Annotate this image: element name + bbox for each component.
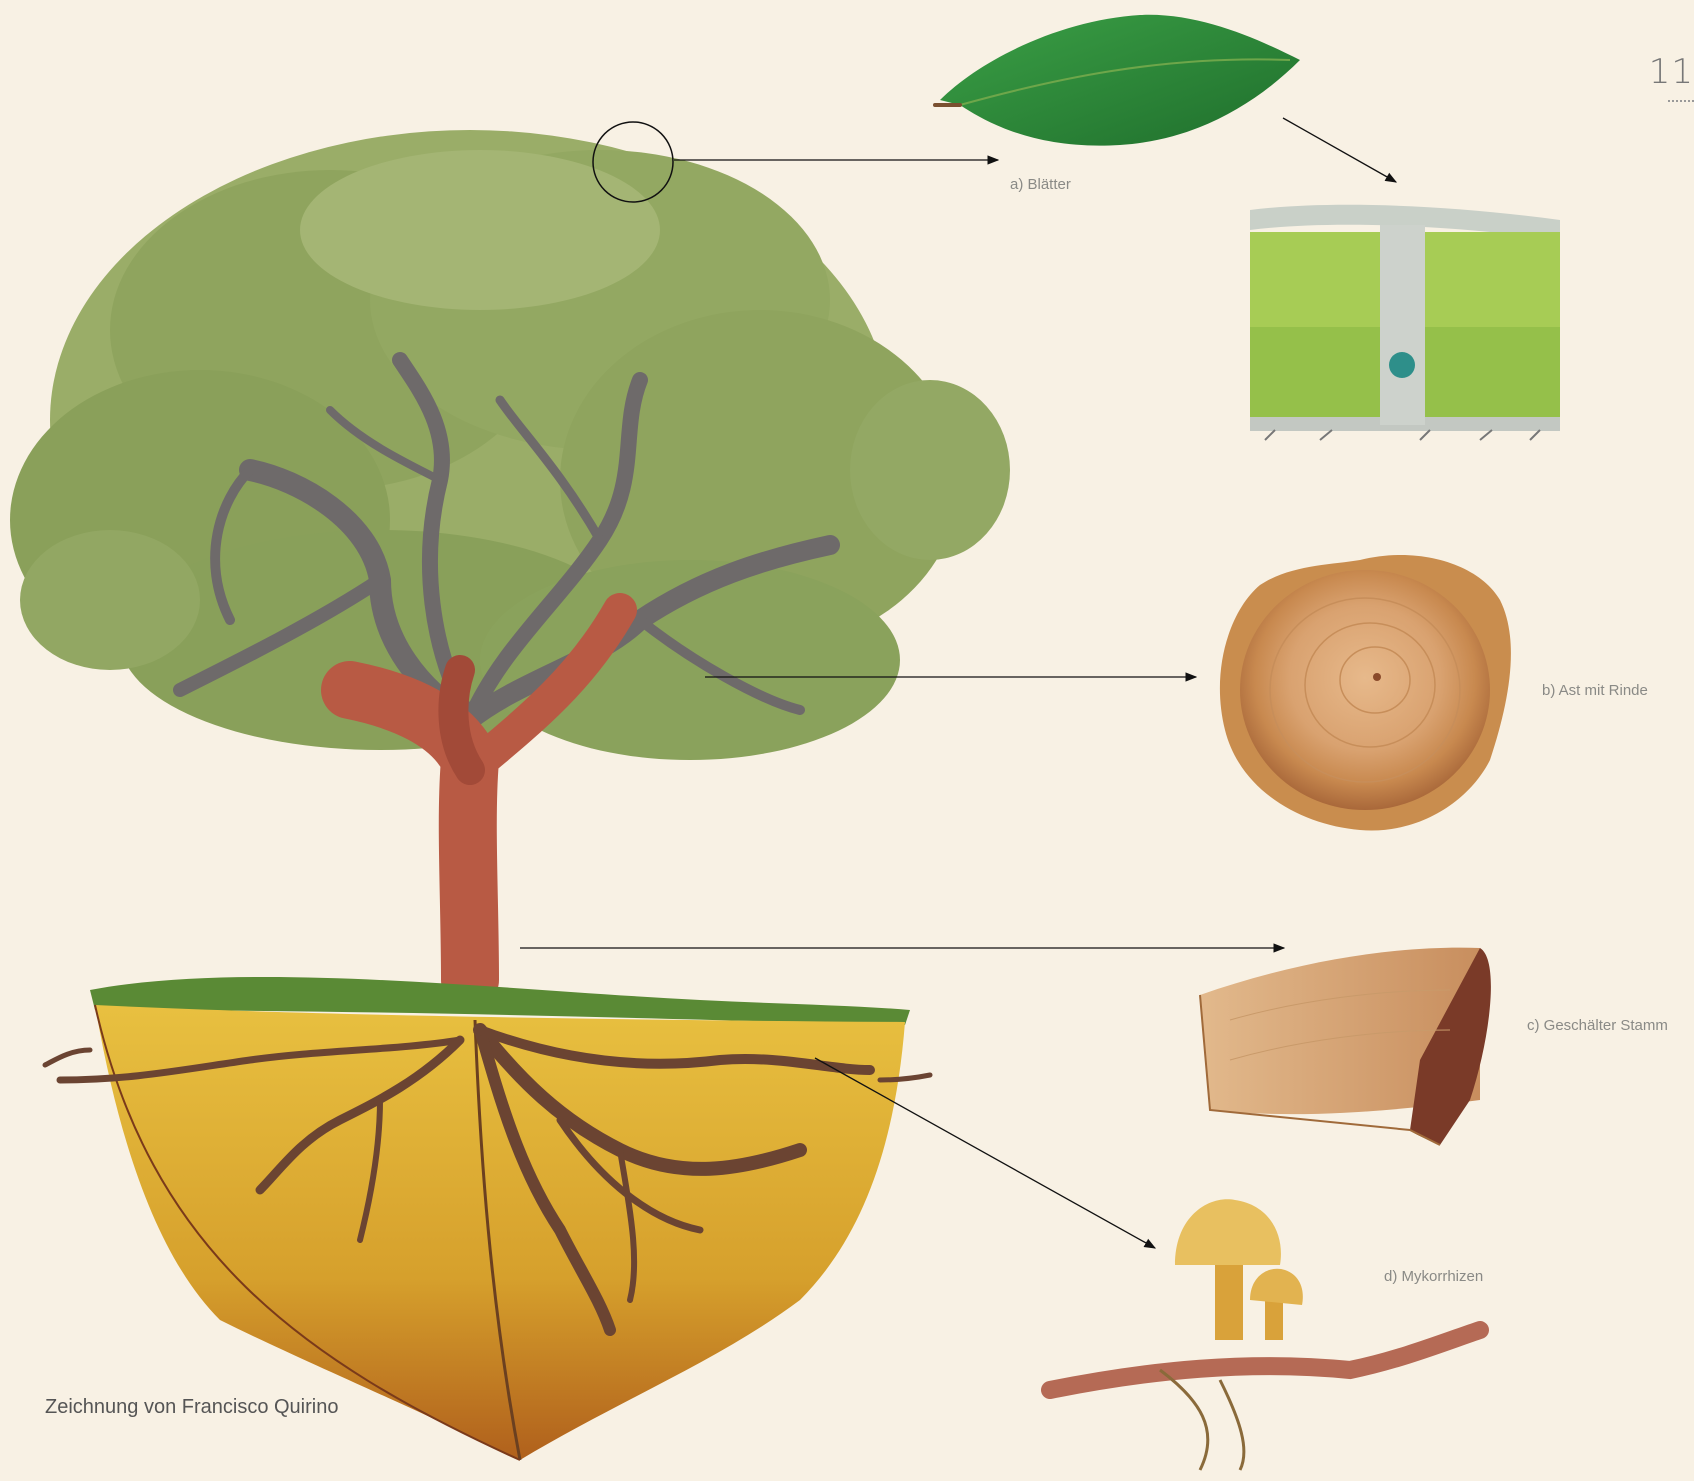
branch-cross-section-image [1220, 555, 1511, 831]
trunk-block-image [1200, 948, 1491, 1145]
soil-block [95, 1005, 905, 1460]
page-number: 11 [1649, 52, 1694, 92]
page-number-rule [1668, 100, 1694, 102]
leaf-image [935, 15, 1300, 146]
arrow-leaf-section [1283, 118, 1396, 182]
leaf-cross-section-image [1250, 205, 1560, 440]
label-branch: b) Ast mit Rinde [1542, 682, 1648, 699]
illustration-credit: Zeichnung von Francisco Quirino [45, 1396, 338, 1419]
mycorrhiza-image [1050, 1199, 1480, 1470]
label-trunk: c) Geschälter Stamm [1527, 1017, 1668, 1034]
label-leaves: a) Blätter [1010, 176, 1071, 193]
label-mycorrhiza: d) Mykorrhizen [1384, 1268, 1483, 1285]
